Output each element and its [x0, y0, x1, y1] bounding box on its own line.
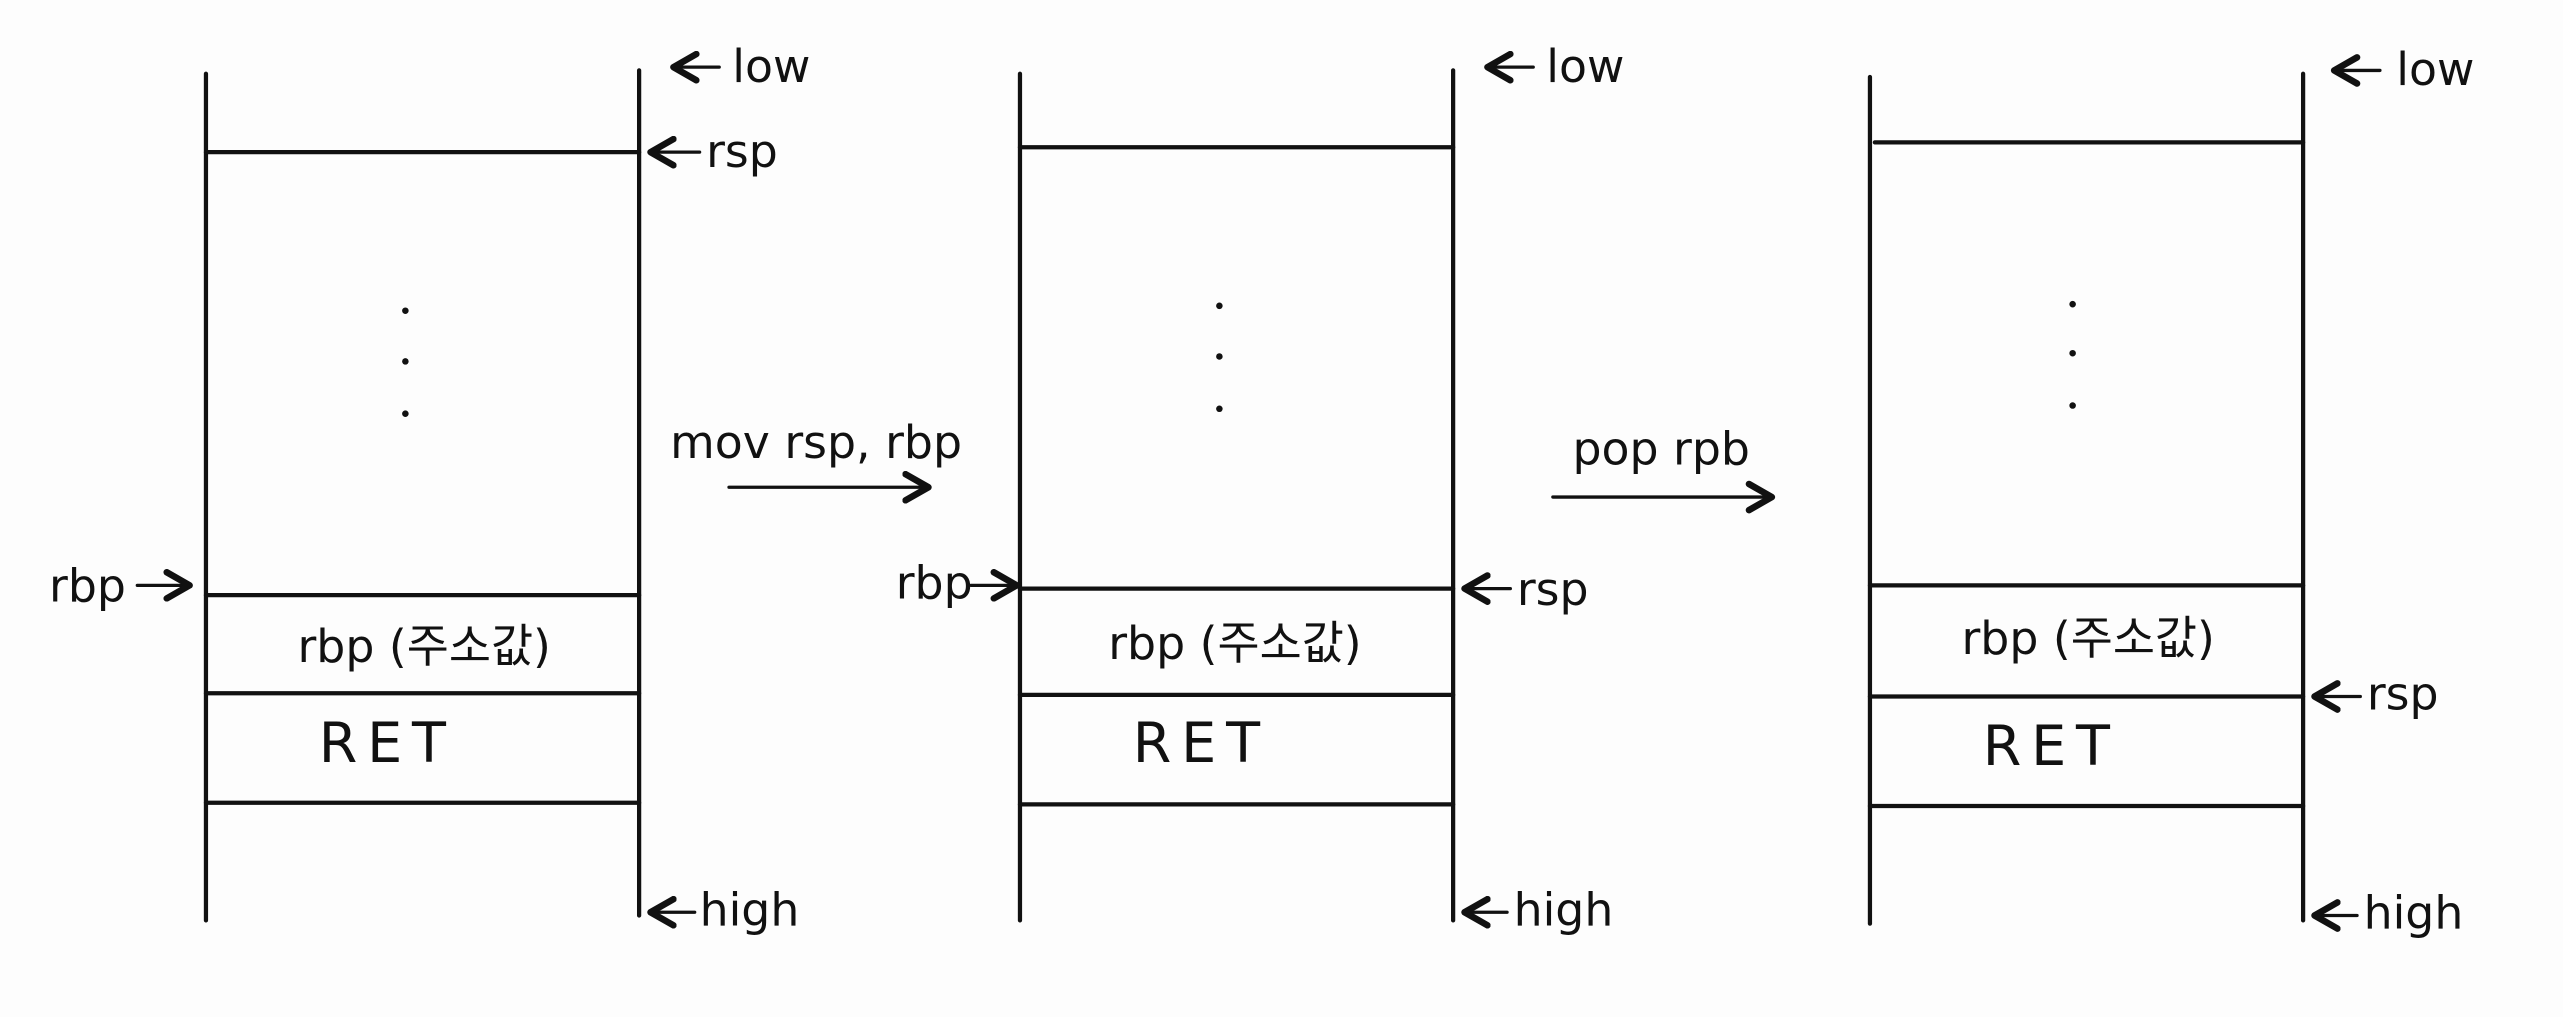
saved-rbp-cell: rbp (주소값) [297, 620, 550, 673]
rbp-label: rbp [49, 560, 126, 613]
rsp-label: rsp [706, 125, 778, 178]
ellipsis-dot [1216, 405, 1223, 413]
ret-cell: RET [1133, 711, 1270, 776]
saved-rbp-cell: rbp (주소값) [1961, 612, 2214, 665]
ellipsis-dot [402, 307, 409, 314]
instruction-label: pop rpb [1572, 422, 1750, 475]
step-pop: pop rpb [1551, 422, 1776, 514]
rsp-label: rsp [2367, 668, 2439, 721]
low-label: low [732, 40, 810, 93]
ellipsis-dot [2069, 349, 2076, 357]
saved-rbp-cell: rbp (주소값) [1108, 617, 1361, 670]
rbp-label: rbp [896, 556, 973, 609]
high-label: high [700, 883, 800, 936]
rsp-label: rsp [1517, 563, 1589, 616]
stack-3: rbp (주소값) RET low rsp high [1867, 43, 2474, 940]
low-label: low [1546, 40, 1624, 93]
ellipsis-dot [402, 358, 409, 365]
instruction-label: mov rsp, rbp [670, 416, 962, 469]
stack-1: rbp (주소값) RET low rsp rbp high [49, 40, 810, 936]
ellipsis-dot [1216, 302, 1223, 310]
ellipsis-dot [1216, 353, 1223, 360]
stack-2: rbp (주소값) RET low rbp rsp high [896, 40, 1625, 936]
high-label: high [2364, 887, 2464, 940]
high-label: high [1514, 883, 1614, 936]
step-mov: mov rsp, rbp [670, 416, 962, 504]
ellipsis-dot [402, 410, 409, 417]
ellipsis-dot [2069, 402, 2076, 409]
ret-cell: RET [319, 711, 456, 776]
low-label: low [2396, 43, 2474, 96]
ret-cell: RET [1983, 714, 2120, 779]
ellipsis-dot [2069, 300, 2076, 308]
